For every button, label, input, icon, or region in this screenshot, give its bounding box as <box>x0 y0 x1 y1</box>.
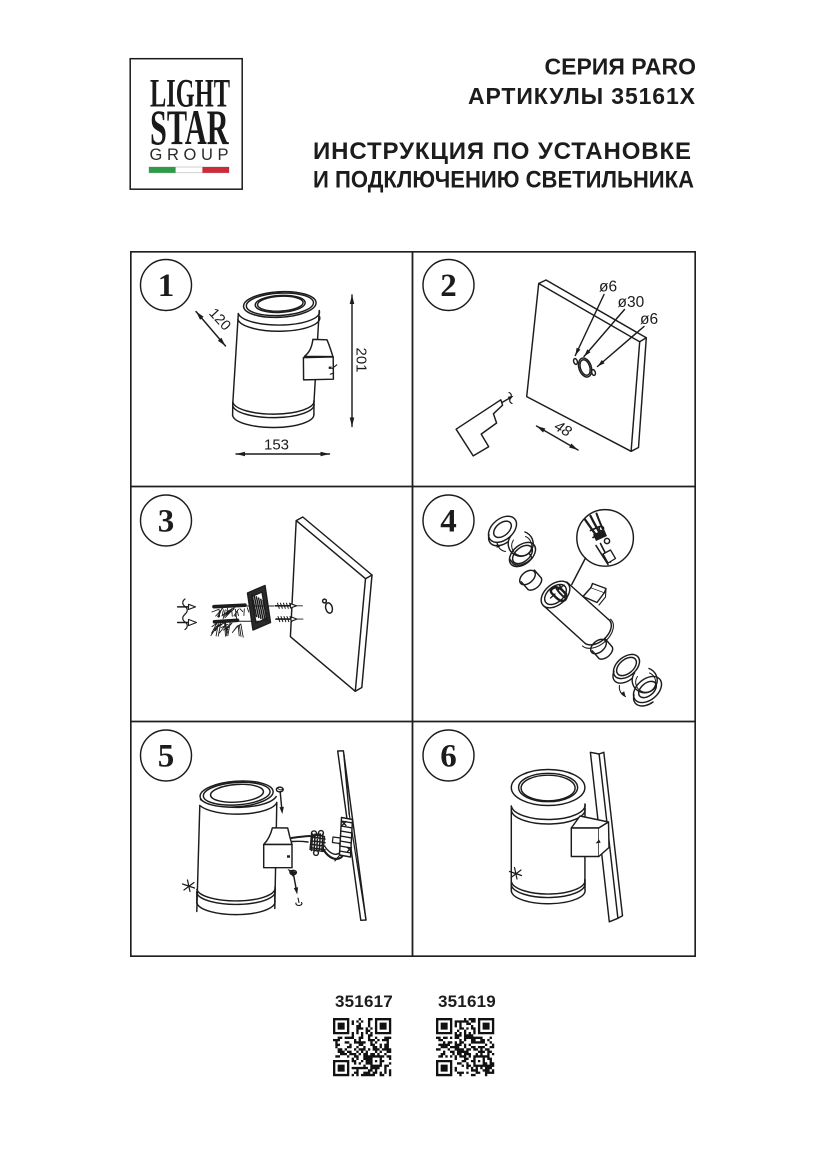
svg-text:3: 3 <box>158 504 175 540</box>
svg-text:6: 6 <box>440 739 457 775</box>
svg-text:LIGHT: LIGHT <box>150 71 230 116</box>
svg-text:ø6: ø6 <box>599 279 617 296</box>
svg-text:5: 5 <box>158 739 175 775</box>
svg-text:120: 120 <box>205 305 233 334</box>
svg-text:201: 201 <box>353 347 370 372</box>
svg-text:ø6: ø6 <box>640 311 658 328</box>
svg-text:ø30: ø30 <box>618 294 645 311</box>
svg-text:STAR: STAR <box>150 99 229 155</box>
svg-text:GROUP: GROUP <box>150 146 229 164</box>
svg-text:48: 48 <box>551 418 575 441</box>
svg-text:АРТИКУЛЫ 35161X: АРТИКУЛЫ 35161X <box>468 83 696 109</box>
svg-text:ИНСТРУКЦИЯ ПО УСТАНОВКЕ: ИНСТРУКЦИЯ ПО УСТАНОВКЕ <box>313 138 691 165</box>
svg-text:СЕРИЯ PARO: СЕРИЯ PARO <box>545 54 697 80</box>
svg-text:И ПОДКЛЮЧЕНИЮ СВЕТИЛЬНИКА: И ПОДКЛЮЧЕНИЮ СВЕТИЛЬНИКА <box>313 167 694 194</box>
svg-text:4: 4 <box>440 504 457 540</box>
svg-text:2: 2 <box>440 268 457 304</box>
svg-text:153: 153 <box>264 437 289 454</box>
svg-text:1: 1 <box>158 268 175 304</box>
